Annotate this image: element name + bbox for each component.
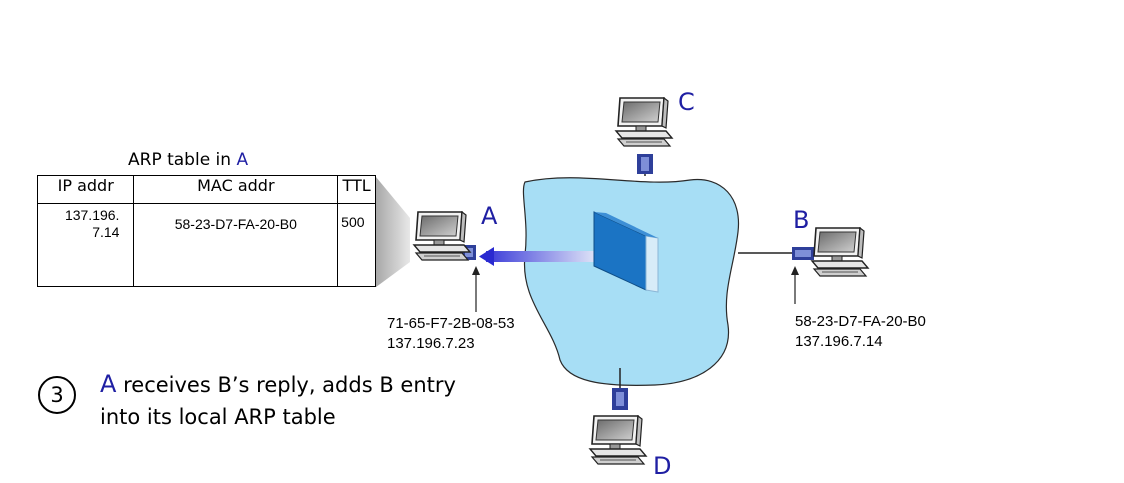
node-c-label: C [678,88,695,116]
cell-ip-line2: 7.14 [92,224,120,240]
pointer-b-icon [791,266,799,275]
arp-table: IP addr MAC addr TTL 137.196. 7.14 58-23… [36,175,376,287]
arrow-left-icon [479,247,494,266]
cell-ttl: 500 [337,203,376,287]
node-b-address: 58-23-D7-FA-20-B0 137.196.7.14 [795,312,926,352]
header-ttl: TTL [337,175,376,204]
step-line-2: into its local ARP table [100,405,336,429]
header-ip: IP addr [36,175,135,204]
table-callout-wedge [376,177,410,287]
node-d-label: D [653,452,672,480]
arp-table-title-text: ARP table in [128,150,237,170]
node-a-ip: 137.196.7.23 [387,335,475,352]
ethernet-switch-icon [593,211,659,293]
header-mac: MAC addr [133,175,339,204]
step-description: A receives B’s reply, adds B entry into … [100,368,456,433]
node-b-label: B [793,206,810,234]
arp-table-title: ARP table in A [128,150,248,170]
node-a-address: 71-65-F7-2B-08-53 137.196.7.23 [387,314,515,354]
step-line-1: A receives B’s reply, adds B entry [100,368,456,401]
computer-a-icon [413,211,471,261]
reply-beam [486,251,596,262]
computer-c-icon [615,97,673,147]
computer-d-icon [589,415,647,465]
pointer-a-icon [472,266,480,275]
node-b-mac: 58-23-D7-FA-20-B0 [795,313,926,330]
step-number-badge: 3 [38,376,76,414]
step-line-1-text: receives B’s reply, adds B entry [116,373,456,397]
cell-ip-line1: 137.196. [64,207,120,223]
node-a-mac: 71-65-F7-2B-08-53 [387,315,515,332]
node-b-ip: 137.196.7.14 [795,333,883,350]
arp-table-title-node: A [236,150,249,170]
step-node: A [100,370,117,398]
cell-mac: 58-23-D7-FA-20-B0 [133,203,339,287]
computer-b-icon [811,227,869,277]
table-row: 137.196. 7.14 58-23-D7-FA-20-B0 500 [36,203,376,287]
node-a-label: A [481,202,498,230]
cell-ip: 137.196. 7.14 [36,203,135,287]
